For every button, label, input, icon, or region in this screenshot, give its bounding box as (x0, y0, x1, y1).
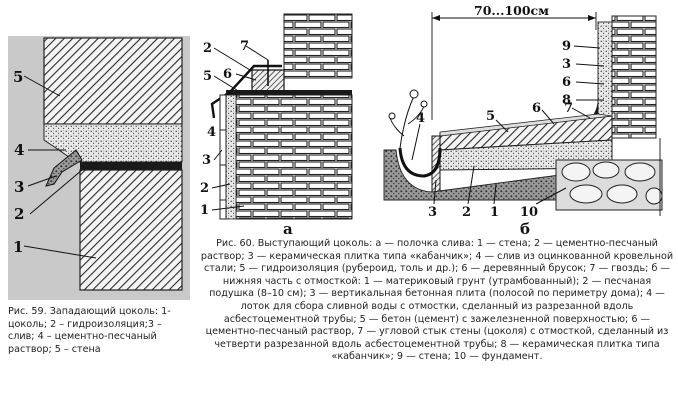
fig59-plinth (79, 169, 183, 291)
fig60b-leader-6 (575, 81, 605, 85)
fig60a-leader-5 (213, 75, 241, 93)
fig60b-dimension-text: 70...100см (474, 3, 549, 18)
fig59-waterproofing (80, 162, 182, 170)
fig60b-leader-4 (411, 123, 421, 161)
fig60a-label-6: 6 (223, 67, 232, 82)
fig60a-drip-flashing (210, 64, 282, 119)
fig60b-label-6: 6 (562, 75, 571, 90)
fig60b-label-1: 1 (490, 205, 499, 220)
figure-60b-drawing: 70...100см (383, 3, 663, 238)
figure-59-drawing: 5 4 3 2 1 (8, 36, 190, 300)
fig60b-label-3b: 3 (428, 205, 437, 220)
fig59-label-4: 4 (14, 141, 24, 159)
fig59-label-2: 2 (14, 205, 24, 223)
fig60b-leader-7 (571, 107, 591, 119)
fig60b-leader-3 (575, 63, 605, 67)
fig60a-sublabel: а (283, 220, 293, 238)
fig60a-waterproofing (226, 90, 352, 95)
figure-59-caption: Рис. 59. Западающий цоколь: 1- цоколь; 2… (8, 306, 171, 355)
fig60a-leader-2 (213, 47, 251, 71)
fig60a-label-7: 7 (240, 39, 249, 54)
fig60b-label-10: 10 (520, 205, 538, 220)
fig60b-foundation (555, 159, 663, 211)
fig60b-wall (611, 15, 657, 139)
fig59-label-1: 1 (13, 238, 23, 256)
fig60b-label-2: 2 (462, 205, 471, 220)
fig60a-plinth-wall (235, 94, 353, 220)
fig60a-leader-3 (213, 149, 223, 161)
fig59-leader-5 (23, 75, 61, 97)
figure-60-caption: Рис. 60. Выступающий цоколь: а — полочка… (200, 238, 674, 363)
fig60b-sublabel: б (520, 220, 530, 238)
fig60b-label-3: 3 (562, 57, 571, 72)
fig60b-label-9: 9 (562, 39, 571, 54)
figure-60a-drawing: 2 7 5 6 4 3 2 1 а (200, 13, 353, 238)
fig60a-leader-7 (245, 45, 269, 61)
fig60a-leader-1 (211, 205, 245, 211)
fig60a-label-1: 1 (200, 203, 209, 218)
fig60b-label-4: 4 (416, 111, 425, 126)
fig60b-plant (388, 89, 428, 149)
fig60a-upper-wall (283, 13, 353, 79)
fig60b-leader-1 (493, 183, 497, 205)
fig59-drip (45, 149, 83, 187)
fig60a-label-2: 2 (203, 41, 212, 56)
fig59-label-3: 3 (14, 178, 24, 196)
fig60a-tile (219, 94, 227, 220)
fig60a-leader-6 (235, 73, 257, 81)
fig59-leader-2 (29, 169, 83, 215)
fig59-leader-3 (27, 175, 57, 187)
fig60b-label-5: 5 (486, 109, 495, 124)
fig60a-label-2b: 2 (200, 181, 209, 196)
fig60b-vertical-mortar (597, 21, 613, 123)
fig60b-leader-2 (467, 165, 475, 205)
fig60b-leader-10 (535, 187, 567, 205)
fig60b-mortar-layer (439, 113, 613, 137)
fig60a-mortar (225, 94, 237, 220)
fig60b-label-8: 8 (562, 93, 571, 108)
fig60a-label-4: 4 (207, 125, 216, 140)
fig60b-label-6b: 6 (532, 101, 541, 116)
fig59-leader-1 (23, 245, 97, 259)
fig60b-leader-5 (495, 119, 509, 133)
fig60b-leader-6b (541, 109, 555, 125)
fig59-wall (43, 37, 183, 125)
fig60a-label-5: 5 (203, 69, 212, 84)
fig60a-leader-2b (211, 183, 231, 189)
fig60b-label-7: 7 (564, 101, 573, 116)
fig60b-gutter (398, 147, 442, 178)
fig60b-leader-3b (433, 179, 437, 205)
fig59-label-5: 5 (13, 68, 23, 86)
fig60a-label-3: 3 (202, 153, 211, 168)
fig60b-leader-9 (573, 45, 601, 49)
